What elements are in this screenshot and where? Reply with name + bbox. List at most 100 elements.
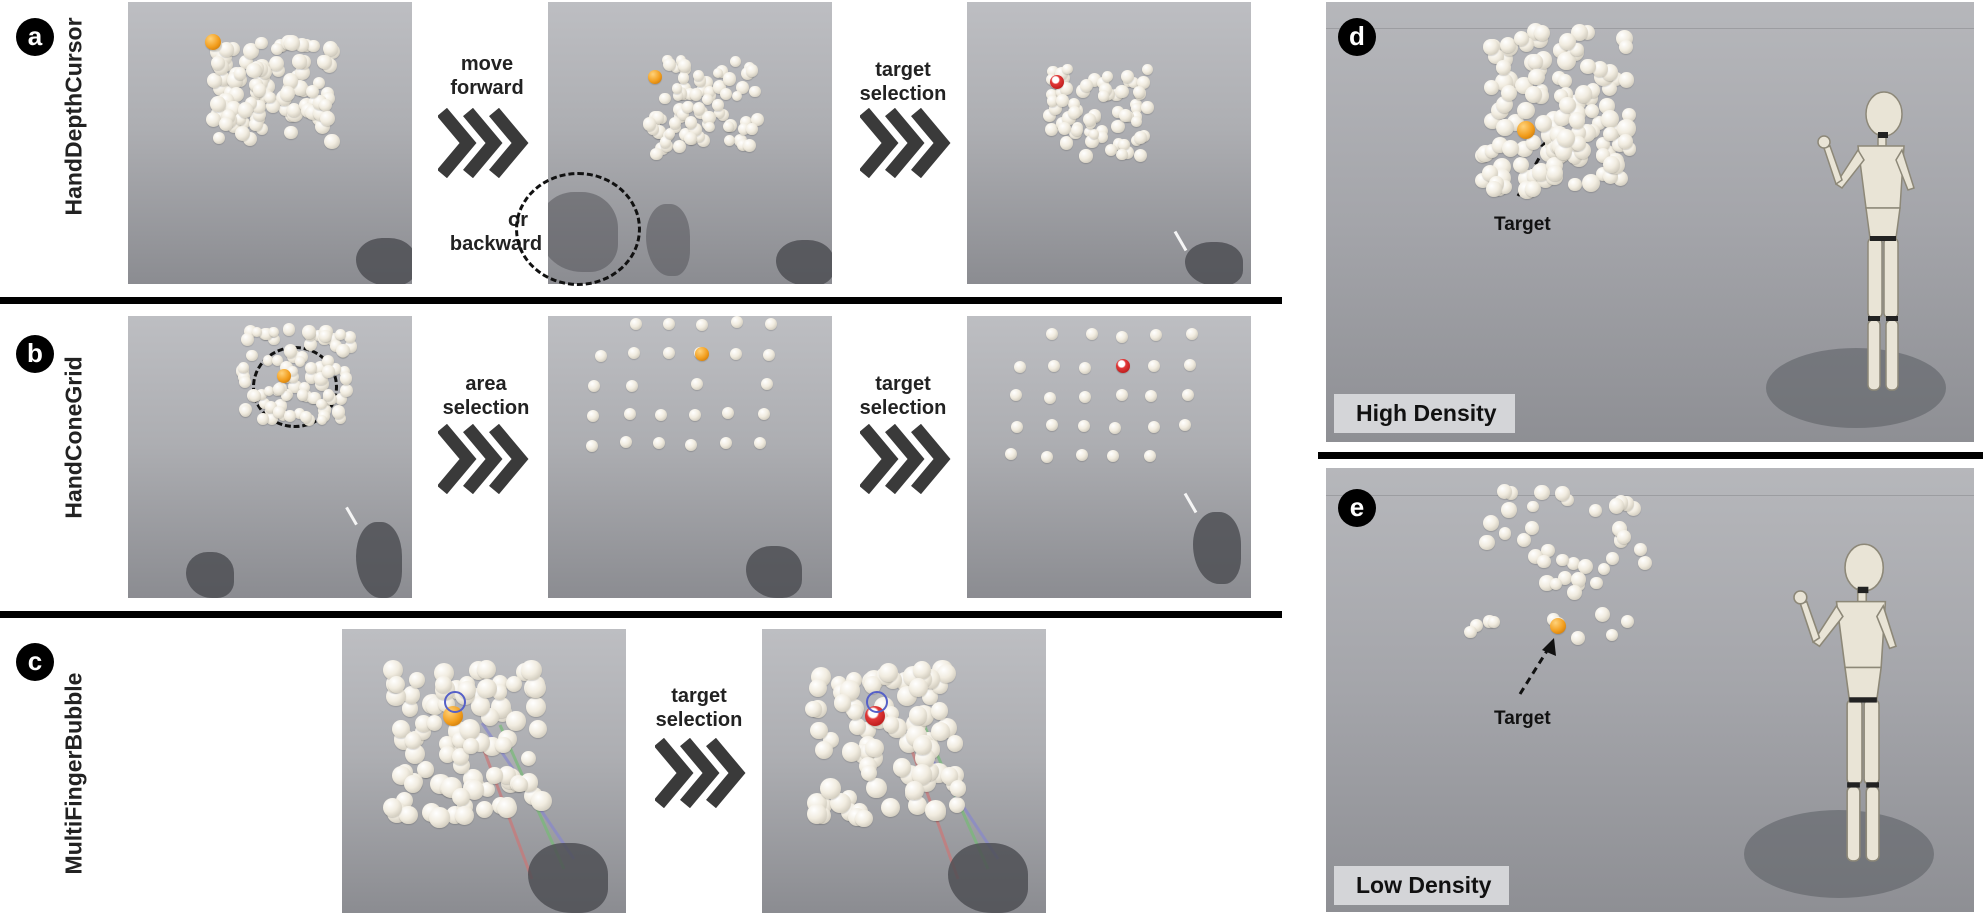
sphere bbox=[521, 660, 542, 681]
sphere bbox=[273, 383, 286, 395]
sphere bbox=[282, 73, 299, 89]
sphere bbox=[1108, 421, 1121, 434]
sphere bbox=[287, 103, 302, 118]
sphere bbox=[749, 85, 761, 98]
sphere bbox=[270, 43, 283, 56]
sphere bbox=[281, 390, 292, 402]
target-sphere bbox=[1517, 121, 1535, 139]
sphere bbox=[672, 90, 684, 101]
sphere bbox=[1186, 328, 1199, 341]
sphere bbox=[1184, 358, 1197, 371]
hand-icon bbox=[776, 240, 832, 284]
sphere bbox=[1071, 123, 1084, 136]
sphere bbox=[426, 715, 443, 732]
sphere bbox=[462, 738, 479, 755]
target-sphere bbox=[695, 347, 709, 361]
sphere bbox=[1116, 148, 1128, 161]
sphere bbox=[1498, 527, 1512, 540]
sphere bbox=[1535, 114, 1553, 132]
density-label-low: Low Density bbox=[1334, 866, 1510, 905]
sphere bbox=[1061, 63, 1073, 75]
sphere bbox=[240, 332, 254, 346]
sphere bbox=[1592, 60, 1609, 77]
sphere bbox=[282, 322, 296, 336]
badge-a: a bbox=[16, 18, 54, 56]
step-label-line: area bbox=[465, 373, 507, 395]
sphere bbox=[304, 337, 318, 352]
sphere bbox=[879, 662, 898, 682]
sphere bbox=[336, 343, 350, 358]
sphere bbox=[321, 354, 335, 367]
sphere bbox=[1112, 106, 1124, 118]
sphere bbox=[588, 379, 601, 392]
step-label-target-selection: target selection bbox=[848, 58, 958, 106]
mannequin-shadow bbox=[1744, 810, 1934, 898]
sphere bbox=[1079, 361, 1092, 374]
sphere bbox=[1118, 108, 1132, 122]
sphere bbox=[1589, 576, 1603, 590]
sphere bbox=[320, 111, 336, 127]
sphere bbox=[284, 34, 301, 51]
panel-c2 bbox=[762, 629, 1046, 913]
sphere bbox=[268, 333, 280, 346]
technique-label-handconegrid: HandConeGrid bbox=[60, 356, 87, 519]
sphere bbox=[404, 775, 422, 794]
sphere bbox=[307, 39, 320, 52]
sphere bbox=[1533, 25, 1550, 42]
sphere bbox=[526, 696, 547, 718]
sphere bbox=[1118, 138, 1130, 151]
sphere bbox=[302, 325, 316, 339]
step-label-line: selection bbox=[442, 397, 530, 419]
sphere bbox=[1047, 65, 1059, 78]
sphere bbox=[623, 408, 636, 421]
sphere bbox=[1527, 68, 1545, 86]
step-label-target-selection: target selection bbox=[848, 372, 958, 420]
hand-icon bbox=[948, 843, 1028, 913]
sphere bbox=[1524, 85, 1542, 103]
sphere bbox=[1143, 450, 1156, 463]
sphere bbox=[505, 675, 523, 692]
sphere bbox=[671, 83, 683, 94]
sphere bbox=[331, 405, 346, 419]
badge-d: d bbox=[1338, 18, 1376, 56]
sphere bbox=[1595, 606, 1611, 622]
sphere bbox=[1097, 90, 1110, 102]
sphere bbox=[905, 781, 924, 801]
badge-b: b bbox=[16, 335, 54, 373]
sphere bbox=[1046, 328, 1059, 340]
sphere bbox=[1078, 391, 1091, 404]
sphere bbox=[1574, 85, 1593, 103]
sphere bbox=[1464, 625, 1477, 639]
pointer-ray bbox=[1183, 492, 1198, 514]
sphere bbox=[404, 732, 422, 749]
sphere bbox=[673, 139, 687, 153]
sphere bbox=[1554, 108, 1572, 127]
panel-b3 bbox=[967, 316, 1251, 598]
sphere bbox=[1127, 77, 1140, 89]
sphere bbox=[677, 59, 691, 73]
sphere bbox=[237, 362, 249, 374]
sphere bbox=[1512, 156, 1529, 173]
sphere bbox=[1110, 119, 1125, 134]
badge-c: c bbox=[16, 643, 54, 681]
mannequin-shadow bbox=[1766, 348, 1946, 428]
sphere bbox=[662, 347, 675, 359]
sphere bbox=[947, 735, 964, 752]
sphere bbox=[1634, 542, 1647, 556]
target-sphere bbox=[205, 34, 221, 50]
sphere bbox=[1559, 97, 1576, 114]
sphere bbox=[268, 56, 284, 72]
sphere bbox=[1517, 102, 1535, 120]
sphere bbox=[731, 90, 743, 102]
sphere bbox=[620, 436, 633, 449]
sphere bbox=[866, 777, 887, 799]
sphere bbox=[719, 87, 733, 100]
sphere bbox=[316, 414, 328, 426]
sphere bbox=[219, 42, 234, 57]
sphere bbox=[1497, 483, 1513, 499]
sphere bbox=[760, 378, 773, 391]
sphere bbox=[319, 98, 332, 112]
sphere bbox=[693, 69, 705, 81]
sphere bbox=[252, 83, 266, 97]
sphere bbox=[684, 115, 698, 129]
